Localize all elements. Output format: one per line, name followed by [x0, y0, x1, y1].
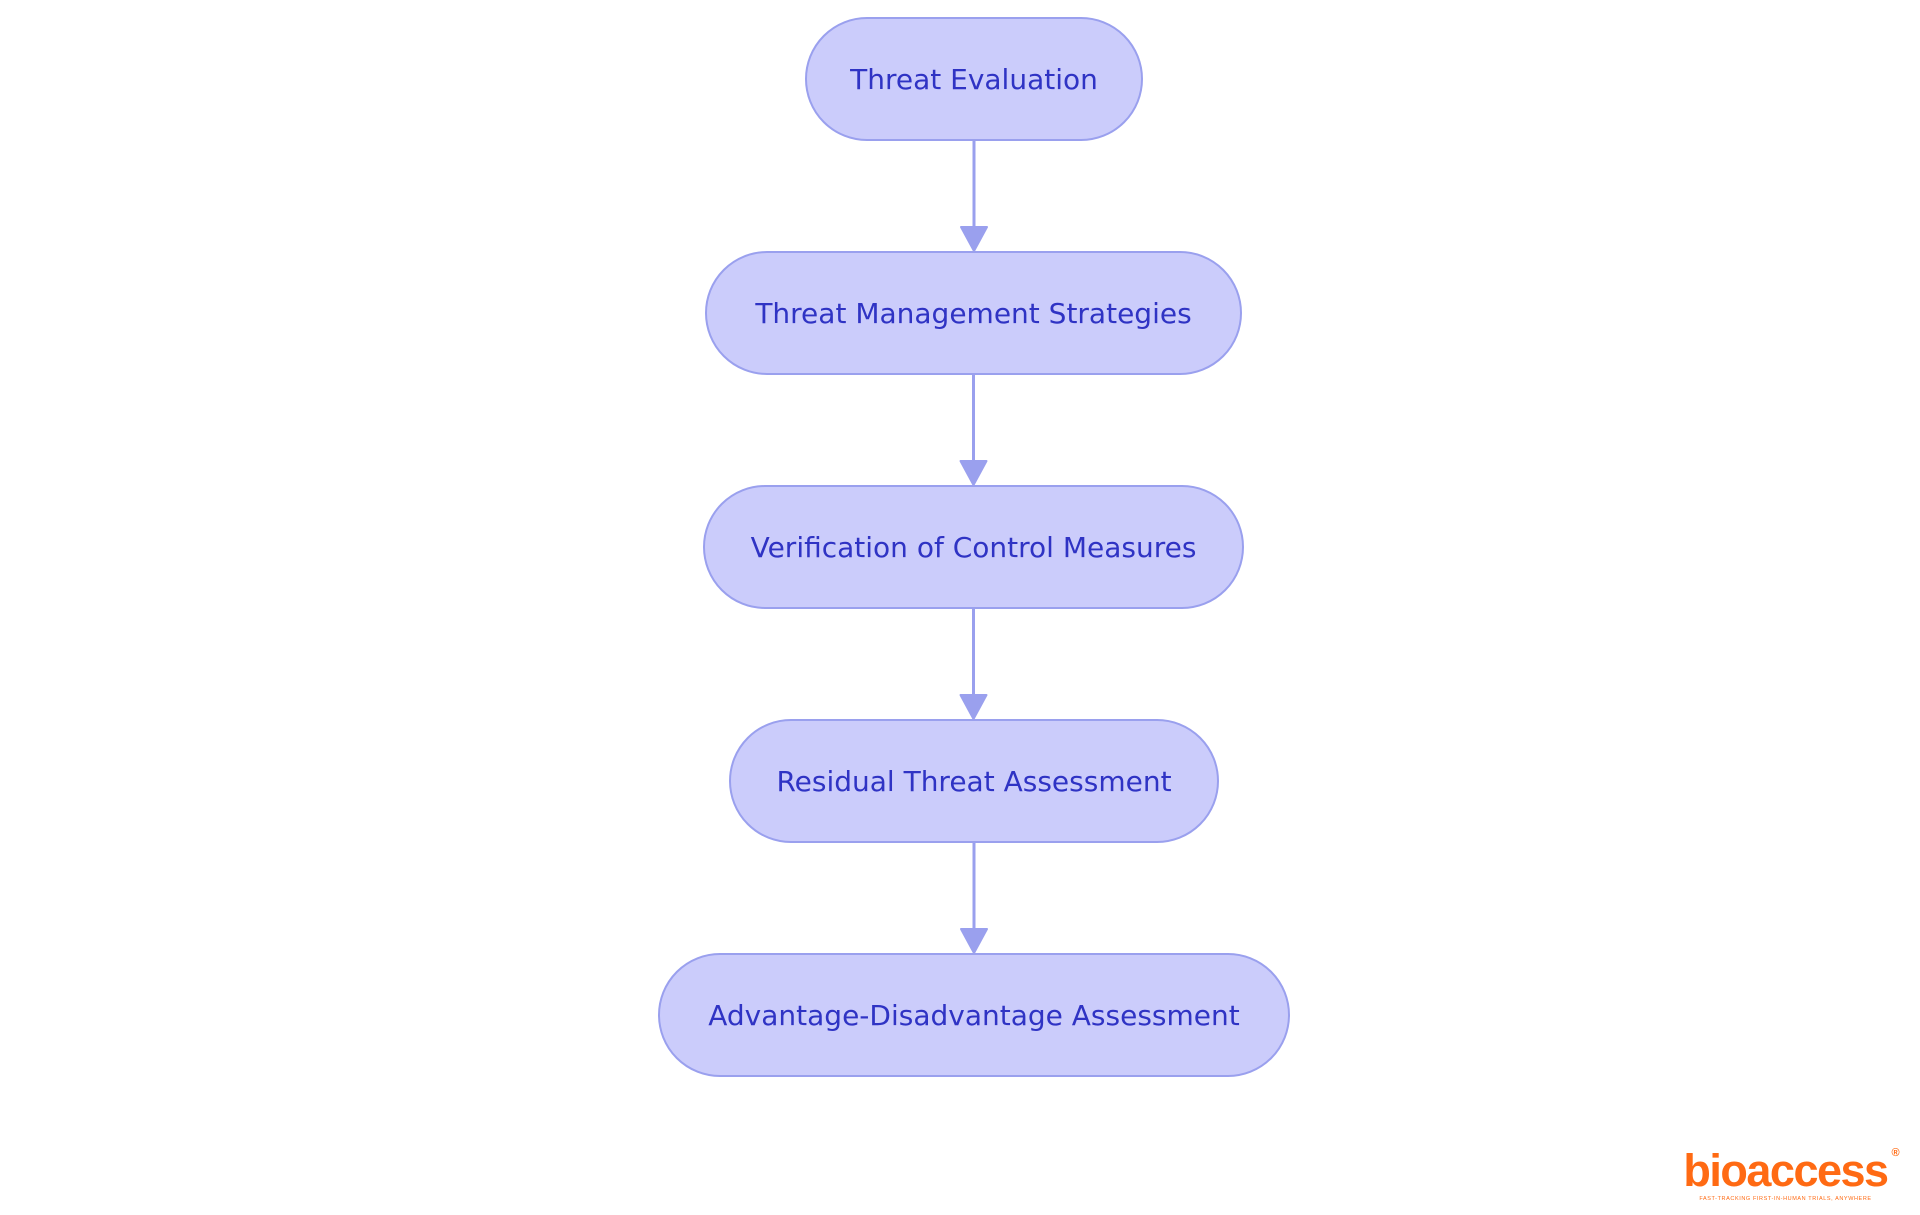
bioaccess-logo: bioaccess® FAST-TRACKING FIRST-IN-HUMAN … [1678, 1145, 1900, 1203]
arrowhead [959, 460, 988, 486]
edge-arrow-3-4 [960, 843, 988, 954]
logo-tagline: FAST-TRACKING FIRST-IN-HUMAN TRIALS, ANY… [1699, 1196, 1872, 1202]
node-label: Threat Evaluation [850, 62, 1098, 96]
edge-arrow-0-1 [960, 141, 988, 252]
node-threat-evaluation[interactable]: Threat Evaluation [805, 17, 1143, 141]
registered-mark: ® [1891, 1147, 1900, 1159]
arrowhead [960, 226, 988, 252]
node-label: Residual Threat Assessment [776, 764, 1172, 798]
arrowhead [960, 928, 988, 954]
edge-arrow-1-2 [959, 375, 988, 486]
node-verification-of-control-measures[interactable]: Verification of Control Measures [703, 485, 1244, 609]
arrowhead [959, 694, 988, 720]
node-threat-management-strategies[interactable]: Threat Management Strategies [705, 251, 1242, 375]
edge-arrow-2-3 [959, 609, 988, 720]
logo-wordmark: bioaccess® [1683, 1145, 1900, 1196]
node-residual-threat-assessment[interactable]: Residual Threat Assessment [729, 719, 1219, 843]
node-advantage-disadvantage-assessment[interactable]: Advantage-Disadvantage Assessment [658, 953, 1290, 1077]
node-label: Advantage-Disadvantage Assessment [708, 998, 1240, 1032]
node-label: Threat Management Strategies [755, 296, 1192, 330]
node-label: Verification of Control Measures [750, 530, 1197, 564]
